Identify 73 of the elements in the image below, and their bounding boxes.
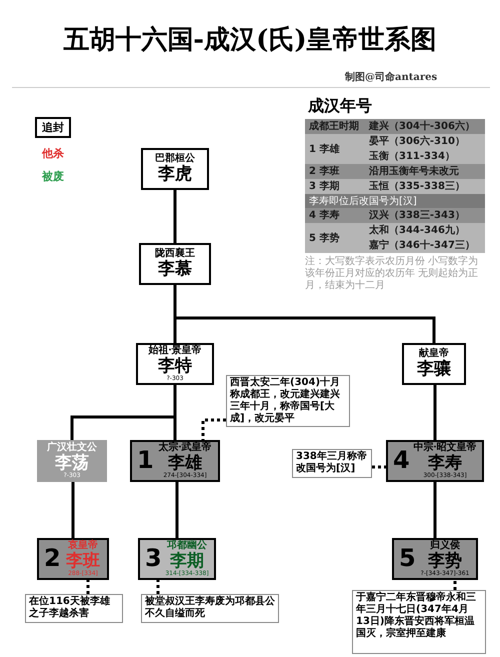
person-box [130,440,220,482]
table-cell: 汉兴（338三-343） [365,208,485,223]
name-text: 李特 [158,356,192,376]
table-cell: 玉恒（335-338三） [365,179,485,194]
credit-text: 制图@司命antares [345,70,438,84]
name-text: 李期 [170,552,204,571]
diagram-title: 五胡十六国-成汉(氏)皇帝世系图 [62,24,438,57]
title-text: 哀皇帝 [68,540,98,552]
title-text: 中宗·昭文皇帝 [413,442,477,454]
title-text: 广汉壮文公 [47,442,97,454]
generation-number: 2 [44,545,61,573]
table-cell: 建兴（304十-306六） [365,119,485,134]
annotation-box: 338年三月称帝改国号为[汉] [292,449,372,478]
name-text: 李寿 [428,454,462,473]
person-box [139,243,211,285]
name-text: 李雄 [168,454,202,473]
legend-sample-box: 追封 [35,117,71,138]
person-box [37,440,107,482]
person-box [386,440,484,482]
annotation-box: 在位116天被李雄之子李越杀害 [25,594,123,623]
table-cell: 成都王时期 [305,119,365,134]
name-text: 李骧 [417,360,451,380]
table-cell: 3 李期 [305,179,365,194]
annotation-box: 于嘉宁二年东晋穆帝永和三年三月十七日(347年4月13日)降东晋安西将军桓温国灭，宗室押至建康 [352,590,486,654]
title-text: 邛都幽公 [167,540,207,552]
table-cell: 沿用玉衡年号未改元 [365,164,485,179]
footnote-text: 注：大写数字表示农历月份 小写数字为该年份正月对应的农历年 无则起始为正月，结束为十二月 [305,256,480,293]
table-title: 成汉年号 [308,96,373,116]
person-box [37,538,109,580]
generation-number: 5 [399,545,416,573]
person-box [141,148,209,190]
table-cell: 4 李寿 [305,208,365,223]
lineage-line [434,385,436,440]
legend-text: 他杀 [40,146,65,161]
table-cell: 晏平（306六-310） [365,134,485,149]
dotted-connector [372,466,386,468]
annotation-box: 被堂叔汉王李寿废为邛都县公不久自缢而死 [141,594,279,623]
lineage-line [174,285,436,343]
table-cell: 玉衡（311-334） [365,149,485,164]
lineage-line [176,482,178,538]
title-text: 太宗·武皇帝 [158,442,212,454]
dotted-connector [86,580,90,594]
table-cell: 嘉宁（346十-347三） [365,238,485,253]
annotation-box: 西晋太安二年(304)十月称成都王，改元建兴建兴三年十月，称帝国号[大成]，改元晏平 [226,375,350,427]
generation-number: 3 [145,545,162,573]
dotted-connector [454,580,456,590]
dotted-connector [156,580,160,594]
table-cell: 2 李班 [305,164,365,179]
generation-number: 4 [393,447,410,475]
lineage-line [174,190,176,243]
title-text: 陇西襄王 [155,248,195,260]
person-box [136,343,214,385]
lineage-line [72,482,74,538]
person-box [392,538,478,580]
lineage-line [434,482,436,538]
legend-text: 被废 [40,169,65,184]
name-text: 李慕 [158,260,192,280]
table-cell: 太和（344-346九） [365,223,485,238]
title-text: 归义侯 [430,540,460,552]
person-box [402,343,466,385]
title-text: 献皇帝 [419,348,449,360]
name-text: 李势 [428,552,462,571]
title-text: 巴郡桓公 [155,153,195,164]
title-text: 始祖·景皇帝 [148,345,202,356]
name-text: 李虎 [158,164,192,185]
name-text: 李班 [66,552,100,571]
table-cell: 5 李势 [305,223,365,253]
table-cell: 1 李雄 [305,134,365,164]
table-cell: 李寿即位后改国号为[汉] [305,194,485,208]
generation-number: 1 [137,447,154,475]
name-text: 李荡 [55,454,89,473]
dotted-connector [202,418,226,440]
person-box [138,538,216,580]
